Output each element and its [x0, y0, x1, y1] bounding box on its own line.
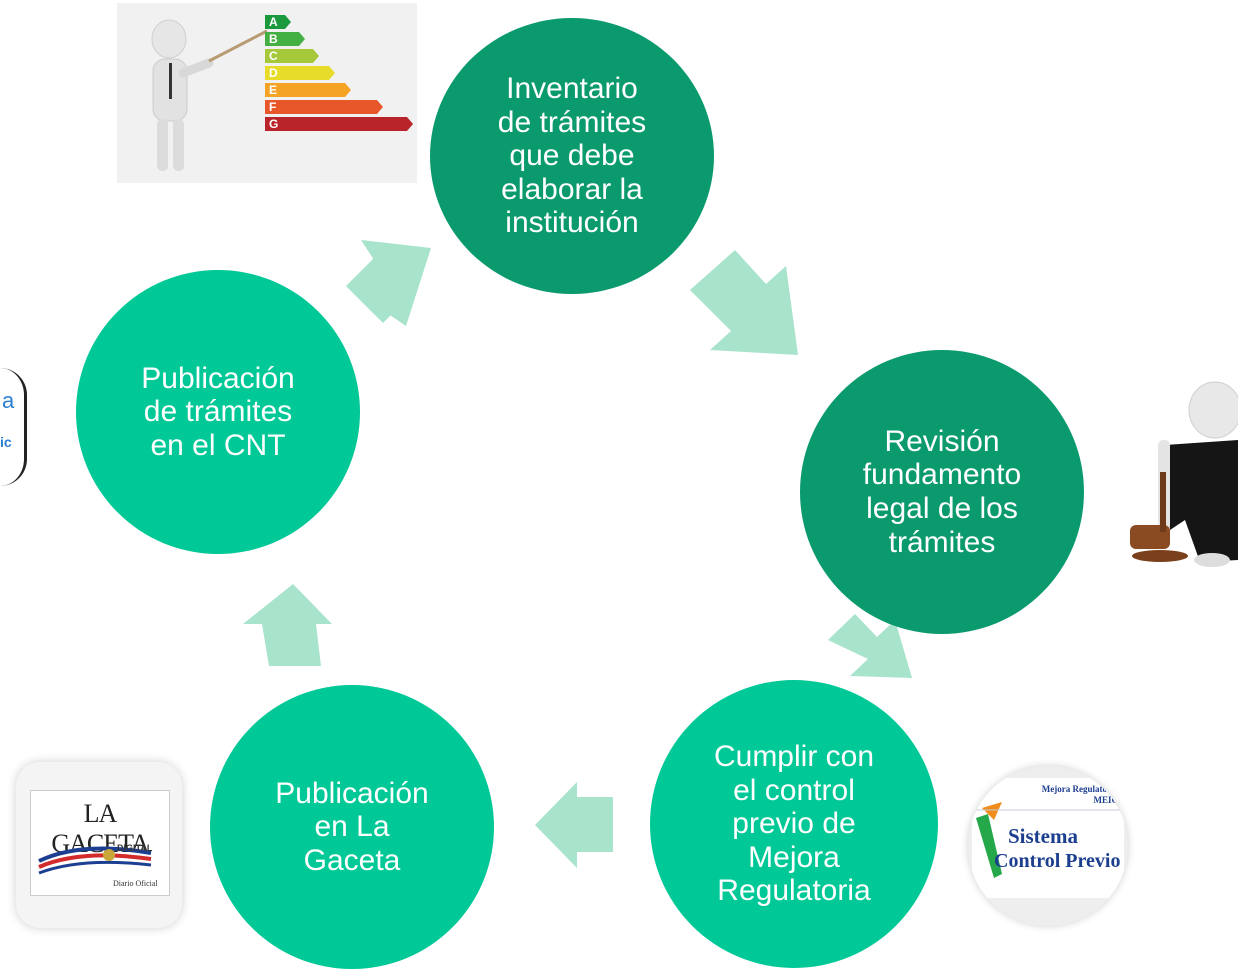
- energy-rating-icon: A B C D E F G: [151, 15, 413, 171]
- rating-letter-b: B: [269, 32, 278, 46]
- energy-rating-image: A B C D E F G: [117, 3, 417, 183]
- node-control: Cumplir con el control previo de Mejora …: [650, 680, 938, 968]
- control-previo-logo: Mejora Regulatoria MEIC Sistema Control …: [968, 766, 1128, 926]
- rating-letter-a: A: [269, 15, 278, 29]
- arrow-gaceta-to-cnt: [243, 584, 332, 666]
- gaceta-caption: Diario Oficial: [113, 879, 158, 888]
- arrow-control-to-gaceta: [535, 782, 613, 868]
- rating-letter-g: G: [269, 117, 278, 131]
- check-swoosh-icon: [976, 802, 1122, 878]
- control-header-2: MEIC: [1093, 795, 1119, 805]
- rating-letter-e: E: [269, 83, 277, 97]
- arrow-cnt-to-inventario-body: [346, 254, 415, 323]
- gaceta-title: LA GACETA: [51, 799, 149, 858]
- rating-letter-f: F: [269, 100, 276, 114]
- flag-swoosh-icon: [38, 846, 152, 875]
- arrow-inventario-to-revision: [690, 250, 798, 355]
- control-line-2: Control Previo: [994, 850, 1121, 872]
- cnt-logo: a ic: [0, 368, 27, 486]
- node-revision: Revisión fundamento legal de los trámite…: [800, 350, 1084, 634]
- gaceta-subtitle: DIGITAL: [117, 843, 153, 853]
- cnt-logo-text-1: a: [2, 388, 15, 413]
- node-gaceta: Publicación en La Gaceta: [210, 685, 494, 969]
- control-line-1: Sistema: [1008, 824, 1078, 848]
- rating-letter-c: C: [269, 49, 278, 63]
- node-cnt: Publicación de trámites en el CNT: [76, 270, 360, 554]
- la-gaceta-logo: LA GACETA DIGITAL Diario Oficial: [16, 762, 182, 928]
- rating-letter-d: D: [269, 66, 278, 80]
- control-header-1: Mejora Regulatoria: [1041, 784, 1118, 794]
- node-inventario: Inventario de trámites que debe elaborar…: [430, 18, 714, 294]
- cnt-logo-text-2: ic: [0, 434, 12, 450]
- arrow-revision-to-control: [828, 614, 912, 678]
